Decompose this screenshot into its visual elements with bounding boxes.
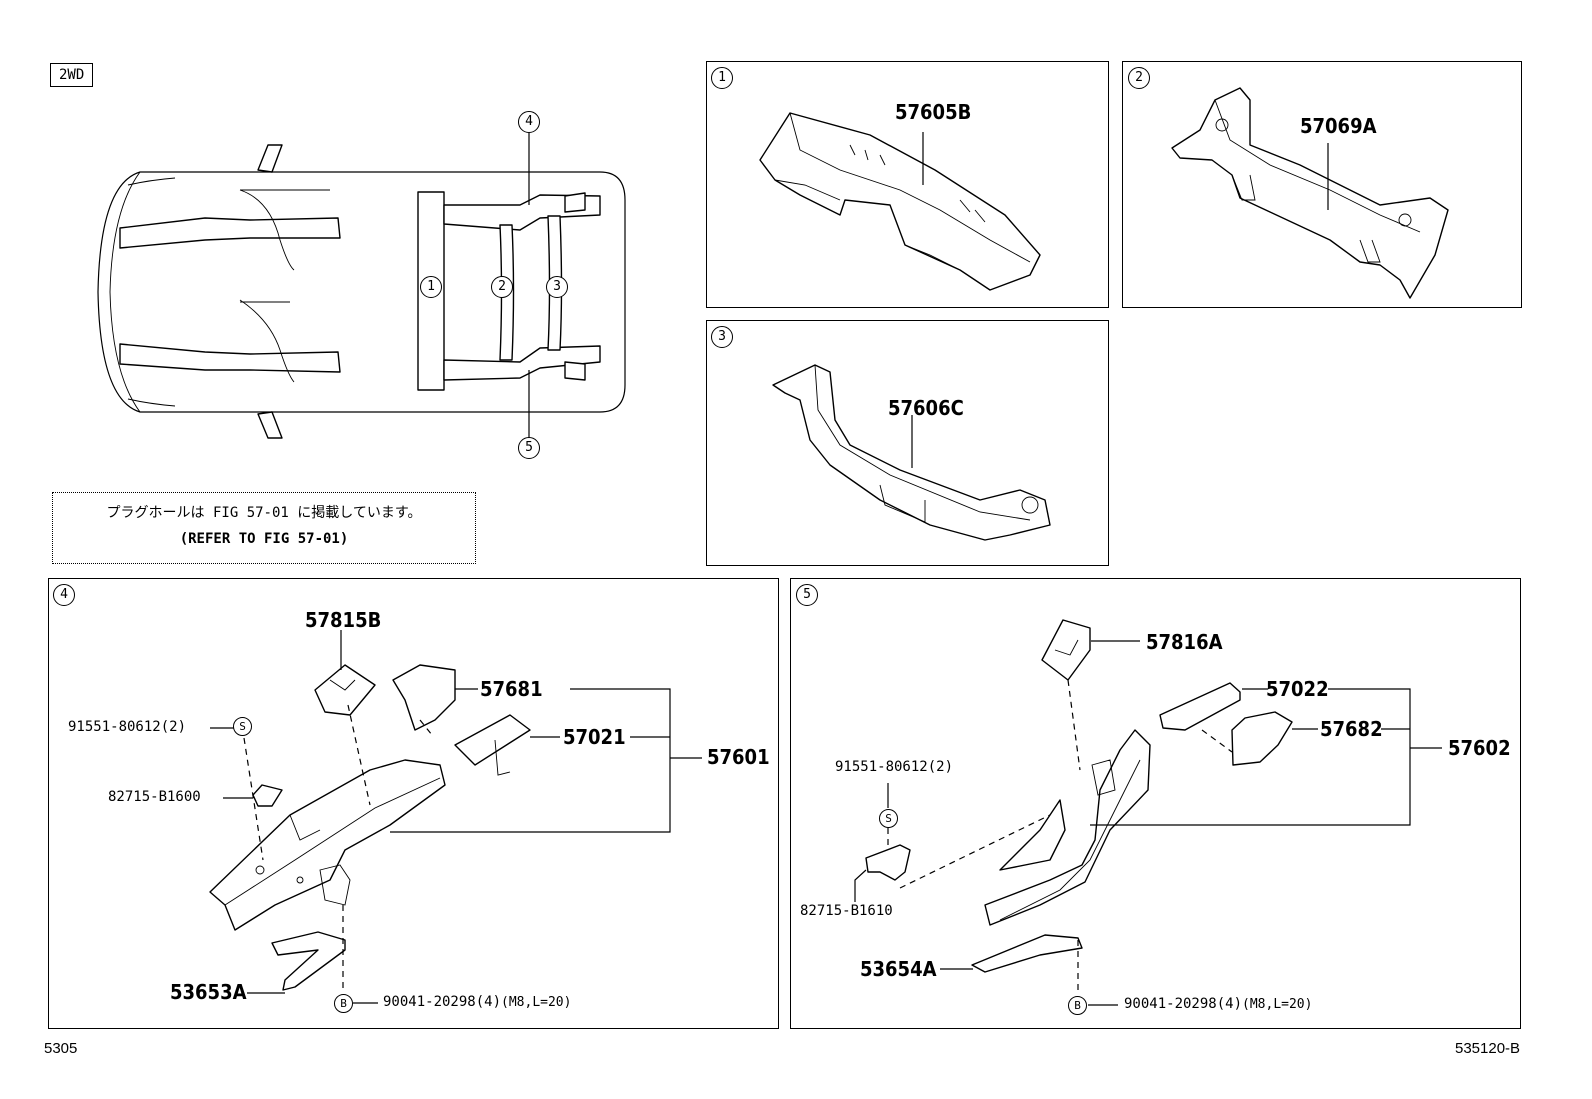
clip-82715-b1600-label[interactable]: 82715-B1600 [108, 789, 201, 805]
figure-group-code: 5305 [44, 1040, 78, 1057]
callout-3: 3 [546, 276, 568, 298]
panel-5-number: 5 [796, 584, 818, 606]
callout-2: 2 [491, 276, 513, 298]
note-japanese: プラグホールは FIG 57-01 に掲載しています。 [106, 505, 422, 521]
panel-1-number: 1 [711, 67, 733, 89]
part-53653a-label[interactable]: 53653A [170, 980, 247, 1004]
part-57069a-art [1171, 87, 1449, 299]
reference-note: プラグホールは FIG 57-01 に掲載しています。 (REFER TO FI… [52, 492, 476, 564]
panel-2 [1122, 61, 1522, 308]
part-57602-label[interactable]: 57602 [1448, 736, 1511, 760]
part-57816a-label[interactable]: 57816A [1146, 630, 1223, 654]
panel-5 [790, 578, 1521, 1029]
clip-82715-b1610-label[interactable]: 82715-B1610 [800, 903, 893, 919]
bolt-91551-label[interactable]: 91551-80612(2) [68, 719, 187, 735]
screw-b-mark: B [334, 994, 353, 1013]
part-57605b-label[interactable]: 57605B [895, 100, 972, 124]
part-57681-label[interactable]: 57681 [480, 677, 543, 701]
panel-3-number: 3 [711, 326, 733, 348]
callout-1: 1 [420, 276, 442, 298]
screw-90041-label-2[interactable]: 90041-20298(4)(M8,L=20) [1124, 996, 1312, 1012]
part-53654a-label[interactable]: 53654A [860, 957, 937, 981]
part-57815b-label[interactable]: 57815B [305, 608, 382, 632]
screw-b-mark-2: B [1068, 996, 1087, 1015]
screw-part-number-2: 90041-20298(4) [1124, 996, 1243, 1012]
bolt-s-mark: S [233, 717, 252, 736]
panel4-art [209, 630, 702, 1004]
part-57606c-art [772, 364, 1051, 541]
panel-1 [706, 61, 1109, 308]
part-57069a-label[interactable]: 57069A [1300, 114, 1377, 138]
figure-id: 535120-B [1455, 1040, 1521, 1057]
part-57021-label[interactable]: 57021 [563, 725, 626, 749]
screw-spec: (M8,L=20) [501, 995, 572, 1010]
panel-4-number: 4 [53, 584, 75, 606]
screw-90041-label[interactable]: 90041-20298(4)(M8,L=20) [383, 994, 571, 1010]
panel-3 [706, 320, 1109, 566]
drive-type-tag: 2WD [50, 63, 94, 87]
callout-5: 5 [518, 437, 540, 459]
bolt-s-mark-2: S [879, 809, 898, 828]
part-57606c-label[interactable]: 57606C [888, 396, 964, 420]
part-57682-label[interactable]: 57682 [1320, 717, 1383, 741]
panel5-art [854, 619, 1442, 1006]
note-english: (REFER TO FIG 57-01) [179, 531, 349, 547]
part-57022-label[interactable]: 57022 [1266, 677, 1329, 701]
screw-part-number: 90041-20298(4) [383, 994, 502, 1010]
panel-4 [48, 578, 779, 1029]
panel-2-number: 2 [1128, 67, 1150, 89]
bolt-91551-label-2[interactable]: 91551-80612(2) [835, 759, 954, 775]
callout-4: 4 [518, 111, 540, 133]
vehicle-top-view [97, 133, 626, 439]
screw-spec-2: (M8,L=20) [1242, 997, 1313, 1012]
part-57601-label[interactable]: 57601 [707, 745, 770, 769]
part-57605b-art [759, 112, 1041, 291]
